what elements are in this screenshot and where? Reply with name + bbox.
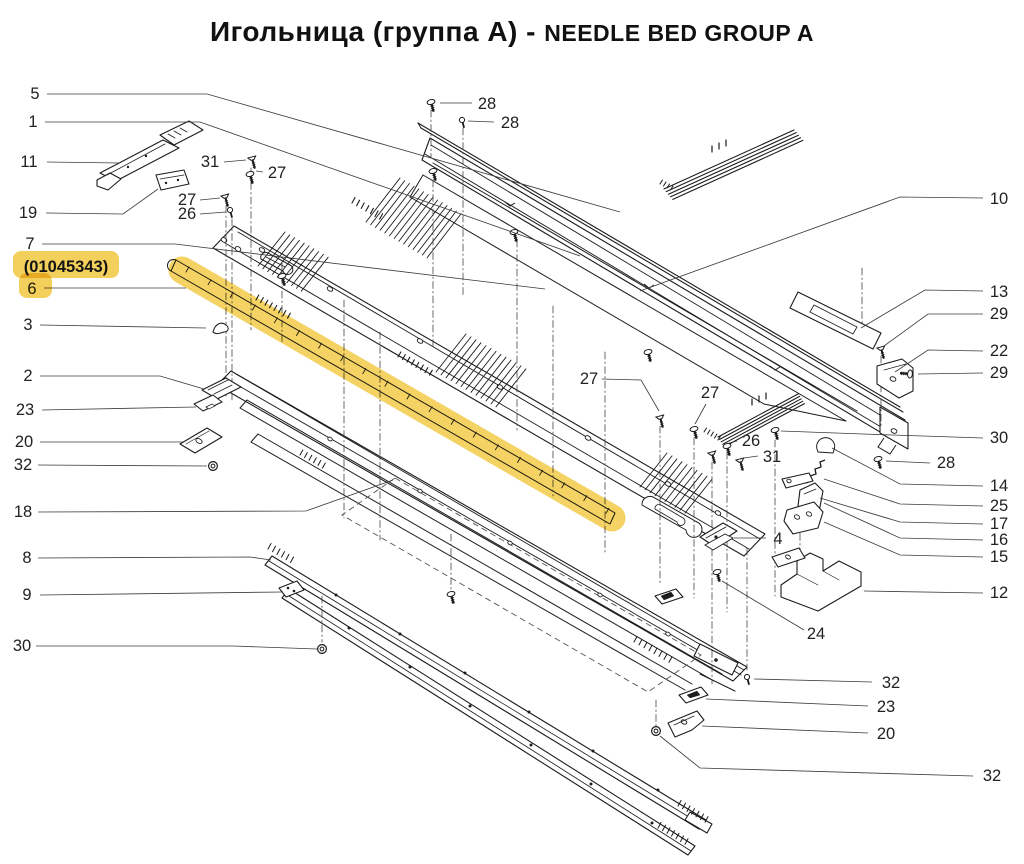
callout-label-29-30: 29 <box>990 364 1008 382</box>
callout-label-28-32: 28 <box>937 454 955 472</box>
callout-label-27-18: 27 <box>268 164 286 182</box>
callout-label-4-25: 4 <box>773 530 782 548</box>
highlight-label-bg-tail <box>19 273 52 298</box>
callout-label-26-20: 26 <box>178 205 196 223</box>
callout-label-19-3: 19 <box>19 204 37 222</box>
callout-label-3-6: 3 <box>23 316 32 334</box>
callout-label-8-12: 8 <box>22 549 31 567</box>
callout-label-18-11: 18 <box>14 503 32 521</box>
callout-label-30-14: 30 <box>13 637 31 655</box>
callout-label-25-34: 25 <box>990 497 1008 515</box>
callout-label-14-33: 14 <box>990 477 1008 495</box>
callout-label-10-26: 10 <box>990 190 1008 208</box>
callout-label-24-39: 24 <box>807 625 825 643</box>
callout-label-7-4: 7 <box>25 235 34 253</box>
callout-label-2-7: 2 <box>23 367 32 385</box>
callout-label-9-13: 9 <box>22 586 31 604</box>
callout-label-29-28: 29 <box>990 305 1008 323</box>
callout-label-30-31: 30 <box>990 429 1008 447</box>
callout-label-22-29: 22 <box>990 342 1008 360</box>
callout-label-27-21: 27 <box>580 370 598 388</box>
callout-label-31-24: 31 <box>763 448 781 466</box>
title-russian: Игольница (группа А) - <box>210 16 545 47</box>
callout-label-1-1: 1 <box>28 113 37 131</box>
callout-label-20-9: 20 <box>15 433 33 451</box>
callout-label-11-2: 11 <box>20 153 37 171</box>
callout-label-15-37: 15 <box>990 548 1008 566</box>
highlight-band-part6 <box>168 256 626 532</box>
page-title: Игольница (группа А) - NEEDLE BED GROUP … <box>0 16 1024 48</box>
highlight-label-bg <box>13 251 119 278</box>
highlighted-part-code: (01045343) <box>24 258 108 276</box>
callout-label-17-35: 17 <box>990 515 1008 533</box>
callout-label-13-27: 13 <box>990 283 1008 301</box>
callout-label-16-36: 16 <box>990 531 1008 549</box>
callout-label-26-23: 26 <box>742 432 760 450</box>
callout-label-31-17: 31 <box>201 153 219 171</box>
callout-label-5-0: 5 <box>30 85 39 103</box>
callout-label-32-43: 32 <box>983 767 1001 785</box>
callout-label-27-22: 27 <box>701 384 719 402</box>
title-english: NEEDLE BED GROUP A <box>544 20 814 46</box>
callout-label-28-16: 28 <box>501 114 519 132</box>
callout-label-32-10: 32 <box>14 456 32 474</box>
callout-label-28-15: 28 <box>478 95 496 113</box>
callout-label-12-38: 12 <box>990 584 1008 602</box>
callout-label-23-41: 23 <box>877 698 895 716</box>
callout-label-23-8: 23 <box>16 401 34 419</box>
callout-label-20-42: 20 <box>877 725 895 743</box>
callout-label-27-19: 27 <box>178 191 196 209</box>
callout-label-32-40: 32 <box>882 674 900 692</box>
